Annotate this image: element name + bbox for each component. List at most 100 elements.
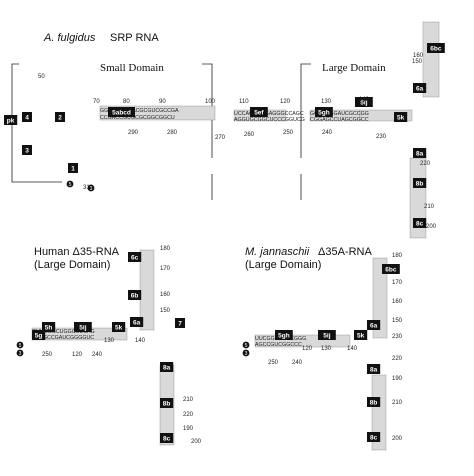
position-number: 210 [424, 204, 435, 210]
svg-text:8a: 8a [163, 365, 171, 372]
three-prime-end-marker: 3 [16, 349, 24, 357]
helix-tag-top-3: 3 [22, 145, 32, 155]
svg-text:8a: 8a [416, 151, 424, 158]
helix-tag-human-5h: 5h [42, 322, 56, 332]
position-number: 80 [123, 99, 130, 105]
mjann-helix-6-shading [372, 257, 388, 339]
position-number: 160 [413, 53, 424, 59]
helix-tag-top-5k: 5k [394, 112, 408, 122]
svg-text:8b: 8b [416, 181, 424, 188]
helix-tag-mjann-8c: 8c [367, 432, 381, 442]
svg-text:5k: 5k [397, 115, 405, 122]
svg-text:5ef: 5ef [254, 110, 264, 117]
five-prime-end-marker: 5 [16, 341, 24, 349]
title-human-line2: (Large Domain) [34, 259, 110, 271]
position-number: 290 [128, 130, 139, 136]
position-number: 70 [93, 99, 100, 105]
position-number: 150 [160, 308, 171, 314]
svg-text:7: 7 [178, 321, 182, 328]
label-large-domain: Large Domain [322, 62, 386, 74]
svg-text:2: 2 [58, 115, 62, 122]
human-structure: GUUCGGCUGGCCUCAG CAAGCCGAUCGGGGUC [31, 249, 175, 446]
svg-text:3: 3 [245, 351, 248, 357]
svg-text:5: 5 [69, 182, 72, 188]
svg-text:6c: 6c [131, 255, 139, 262]
helix-tag-human-7: 7 [175, 318, 185, 328]
position-number: 200 [426, 224, 437, 230]
position-number: 250 [42, 352, 53, 358]
svg-text:3: 3 [25, 148, 29, 155]
svg-text:6a: 6a [133, 320, 141, 327]
position-number: 160 [160, 292, 171, 298]
three-prime-end-marker: 3 [87, 184, 95, 192]
position-number: 220 [420, 161, 431, 167]
mjann-helix-8-shading [371, 374, 387, 451]
seq-top-5ef-upper: UCCACGCCGAGGGCCAGC [234, 111, 304, 117]
helix-6-shading [422, 21, 440, 98]
helix-tag-mjann-5k: 5k [354, 330, 368, 340]
svg-text:3: 3 [90, 186, 93, 192]
svg-text:pk: pk [7, 118, 15, 125]
svg-text:6b: 6b [131, 293, 139, 300]
helix-tag-top-4: 4 [22, 112, 32, 122]
title-human-line1: Human Δ35-RNA [34, 246, 120, 258]
position-number: 190 [183, 426, 194, 432]
position-number: 130 [104, 338, 115, 344]
helix-tag-mjann-6a: 6a [367, 320, 381, 330]
helix-tag-human-6b: 6b [128, 290, 142, 300]
position-number: 140 [359, 97, 370, 103]
five-prime-end-marker: 5 [242, 341, 250, 349]
position-number: 250 [268, 360, 279, 366]
helix-tag-top-6a: 6a [413, 83, 427, 93]
svg-text:5k: 5k [115, 325, 123, 332]
position-number: 120 [72, 352, 83, 358]
helix-tag-top-5abcd: 5abcd [108, 107, 135, 117]
helix-tag-human-5ij: 5ij [74, 322, 92, 332]
position-number: 190 [392, 376, 403, 382]
svg-text:6bc: 6bc [430, 46, 442, 53]
position-number: 220 [183, 412, 194, 418]
svg-text:6a: 6a [416, 86, 424, 93]
seq-top-5ef-lower: AGGUGCGGCUCCCGGUCG [234, 117, 305, 123]
helix-tag-human-5k: 5k [112, 322, 126, 332]
svg-text:5h: 5h [45, 325, 53, 332]
svg-text:5ij: 5ij [360, 100, 367, 107]
svg-text:5: 5 [19, 343, 22, 349]
position-number: 150 [412, 59, 423, 65]
helix-tag-top-2: 2 [55, 112, 65, 122]
svg-text:5: 5 [245, 343, 248, 349]
position-number: 240 [92, 352, 103, 358]
helix-tag-top-8a: 8a [413, 148, 427, 158]
svg-text:1: 1 [71, 166, 75, 173]
title-afulgidus-species: A. fulgidus [43, 32, 96, 44]
position-number: 250 [283, 130, 294, 136]
position-number: 200 [191, 439, 202, 445]
helix-tag-top-5ef: 5ef [250, 107, 268, 117]
title-mjann-line2: (Large Domain) [245, 259, 321, 271]
seq-top-5gh-upper: GCCUCGGAUCGCCGG [310, 111, 369, 117]
title-mjann-rest: Δ35A-RNA [318, 246, 372, 258]
helix-tag-mjann-8a: 8a [367, 364, 381, 374]
seq-human-5-lower: CAAGCCGAUCGGGGUC [32, 335, 94, 341]
large-domain-bracket [300, 63, 311, 200]
position-number: 120 [302, 346, 313, 352]
helix-tag-human-6a: 6a [130, 317, 144, 327]
svg-text:6bc: 6bc [385, 267, 397, 274]
helix-tag-human-8a: 8a [160, 362, 174, 372]
svg-text:8a: 8a [370, 367, 378, 374]
svg-text:5gh: 5gh [318, 110, 330, 117]
svg-text:3: 3 [19, 351, 22, 357]
position-number: 170 [160, 266, 171, 272]
strand-ends-layer: 5 3 5 3 5 3 [16, 180, 250, 357]
svg-text:8b: 8b [370, 400, 378, 407]
position-number: 220 [392, 356, 403, 362]
helix-tag-human-6c: 6c [128, 252, 142, 262]
helix-tags-layer: pk 4 2 3 1 5abcd 5ef 5gh 5ij 5k 6bc 6a 8a 8b 8c 6c 6b 6a 7… [4, 43, 445, 443]
seq-top-5abcd-upper: GGCUGGGCACGCGUCGCCGA [100, 108, 179, 114]
helix-tag-human-5g: 5g [32, 330, 46, 340]
helix-tag-mjann-5gh: 5gh [275, 330, 293, 340]
seq-top-5abcd-lower: CCGACCGUGCGCGGCGGCU [100, 115, 175, 121]
position-number: 160 [392, 299, 403, 305]
svg-text:6a: 6a [370, 323, 378, 330]
